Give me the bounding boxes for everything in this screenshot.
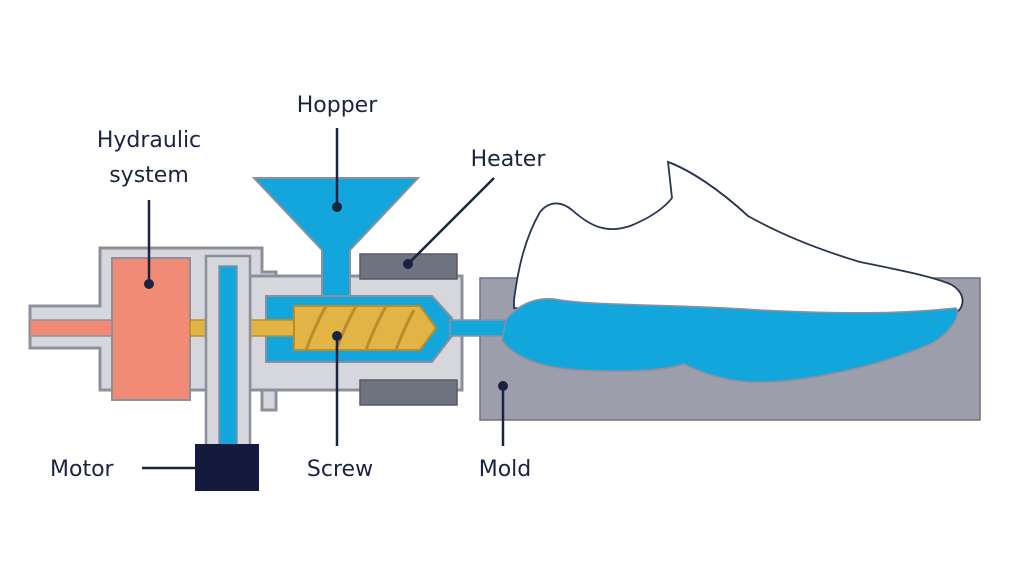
hopper-leader-dot <box>332 202 342 212</box>
screw-label: Screw <box>307 457 373 482</box>
heater-leader-dot <box>403 259 413 269</box>
mold-leader-dot <box>498 381 508 391</box>
heater-block-bottom <box>359 379 458 406</box>
hydraulic-leader-dot <box>144 279 154 289</box>
heater-block-top <box>359 253 458 280</box>
heater-leader <box>407 177 495 265</box>
screw-leader-dot <box>332 331 342 341</box>
hydraulic-rod <box>29 319 113 337</box>
motor-block <box>195 444 259 491</box>
hydraulic-label-line1: Hydraulic <box>97 128 201 153</box>
motor-label: Motor <box>50 457 115 482</box>
nozzle-channel <box>449 319 507 337</box>
heater-label: Heater <box>471 147 547 172</box>
hydraulic-label-line2: system <box>109 163 189 188</box>
shoe-tongue <box>667 161 749 217</box>
mold-label: Mold <box>479 457 532 482</box>
hopper-label: Hopper <box>297 93 378 118</box>
hydraulic-cylinder <box>111 257 191 401</box>
shoe-sole <box>501 298 959 383</box>
motor-shaft <box>218 265 238 447</box>
shoe-upper <box>513 160 964 321</box>
